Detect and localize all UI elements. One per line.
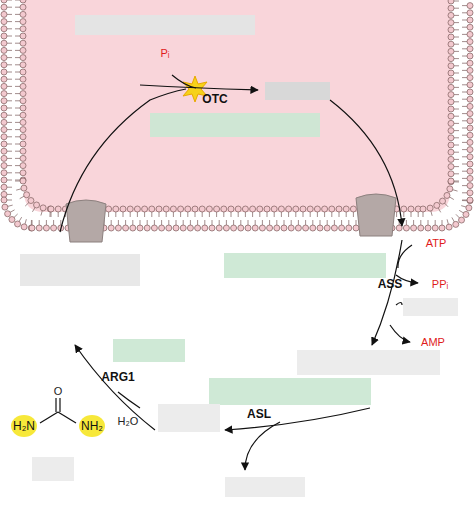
hidden-answer-box	[20, 15, 458, 497]
matrix	[24, 0, 450, 212]
amine-group: H₂N	[11, 415, 37, 437]
transporter	[66, 200, 106, 242]
urea-structure	[40, 398, 76, 423]
amine-group: NH₂	[79, 415, 105, 437]
transporter	[356, 194, 396, 236]
inner-membrane	[1, 0, 473, 231]
molecule-label: H₂O	[118, 416, 139, 427]
enzyme-label: ASL	[247, 408, 271, 420]
molecule-label: AMP	[421, 337, 445, 348]
enzyme-label: ARG1	[101, 371, 134, 383]
molecule-label: PPᵢ	[432, 279, 448, 290]
enzyme-label: OTC	[202, 93, 227, 105]
molecule-label: O	[54, 386, 63, 397]
molecule-label: ATP	[426, 238, 447, 249]
molecule-label: Pᵢ	[160, 48, 169, 59]
enzyme-label: ASS	[378, 278, 403, 290]
